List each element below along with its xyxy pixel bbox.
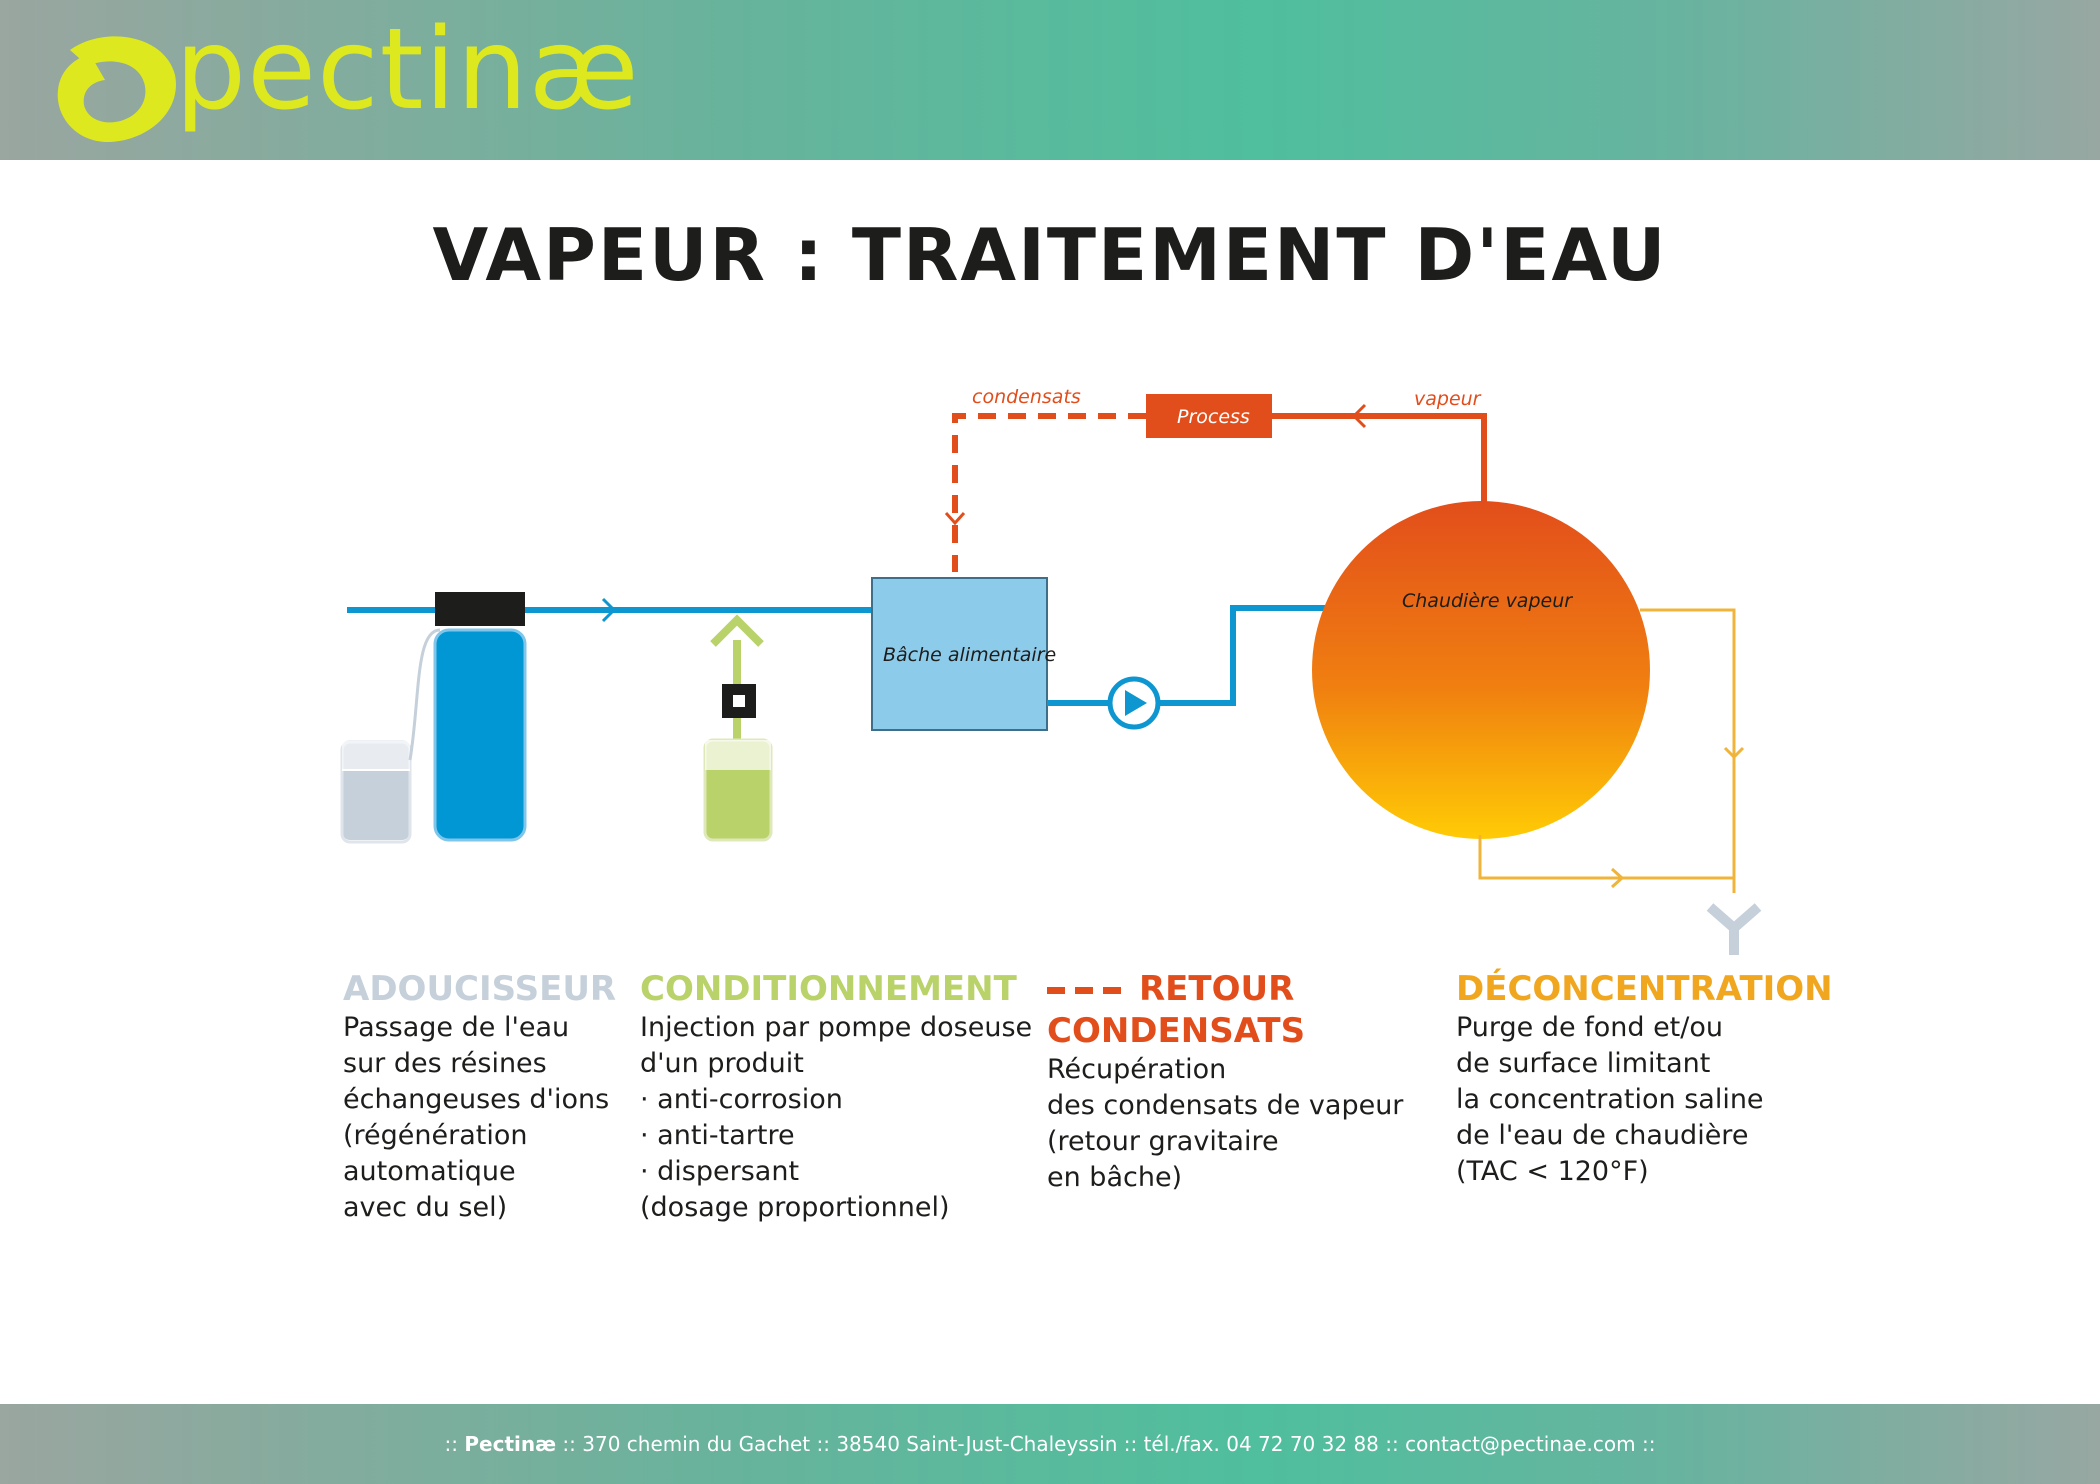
heading-conditionnement: CONDITIONNEMENT: [640, 969, 1017, 1009]
deconcentration-line-4: de l'eau de chaudière: [1456, 1120, 1749, 1151]
footer-band: :: Pectinæ :: 370 chemin du Gachet :: 38…: [0, 1404, 2100, 1484]
feed-tank: [871, 577, 1048, 731]
retour-line-1: Récupération: [1047, 1054, 1227, 1085]
footer-prefix: ::: [444, 1432, 465, 1456]
vapeur-label: vapeur: [1414, 388, 1482, 410]
drain-icon: [1706, 903, 1762, 955]
dashed-line-icon: [1047, 986, 1121, 994]
block-adoucisseur: ADOUCISSEUR Passage de l'eau sur des rés…: [343, 968, 616, 1226]
conditionnement-line-6: (dosage proportionnel): [640, 1192, 950, 1223]
process-label: Process: [1177, 406, 1250, 428]
process-box: [1146, 394, 1272, 438]
water-arrow-icon: [601, 597, 617, 623]
retour-line-2: des condensats de vapeur: [1047, 1090, 1404, 1121]
logo-mark-icon: [57, 36, 176, 143]
surface-purge-line: [1640, 608, 1736, 893]
bottom-purge-line: [1478, 835, 1734, 880]
softener-icon: [340, 592, 527, 844]
footer-contact: :: 370 chemin du Gachet :: 38540 Saint-J…: [556, 1432, 1656, 1456]
logo-text: pectinæ: [175, 5, 640, 135]
heading-deconcentration: DÉCONCENTRATION: [1456, 969, 1833, 1009]
heading-retour: RETOUR: [1139, 969, 1295, 1009]
conditionnement-line-5: · dispersant: [640, 1156, 800, 1187]
condensate-return-line: [952, 413, 1146, 572]
block-retour-condensats: RETOUR CONDENSATS Récupération des conde…: [1047, 968, 1403, 1196]
feed-pump-line: [1047, 605, 1325, 706]
adoucisseur-line-4: (régénération: [343, 1120, 528, 1151]
header-band: pectinæ: [0, 0, 2100, 160]
adoucisseur-line-6: avec du sel): [343, 1192, 508, 1223]
conditionnement-line-3: · anti-corrosion: [640, 1084, 843, 1115]
retour-line-4: en bâche): [1047, 1162, 1183, 1193]
condensats-label: condensats: [972, 386, 1081, 408]
feed-tank-label: Bâche alimentaire: [883, 644, 1056, 666]
page-title: VAPEUR : TRAITEMENT D'EAU: [432, 213, 1668, 297]
conditionnement-line-2: d'un produit: [640, 1048, 804, 1079]
heading-adoucisseur: ADOUCISSEUR: [343, 969, 617, 1009]
heading-condensats: CONDENSATS: [1047, 1011, 1306, 1051]
pump-icon: [1107, 676, 1161, 730]
surface-purge-arrow-icon: [1723, 746, 1745, 760]
bottom-purge-arrow-icon: [1610, 867, 1625, 889]
deconcentration-line-5: (TAC < 120°F): [1456, 1156, 1649, 1187]
dosing-pump-icon: [703, 614, 773, 842]
conditionnement-line-1: Injection par pompe doseuse: [640, 1012, 1033, 1043]
deconcentration-line-3: la concentration saline: [1456, 1084, 1764, 1115]
steam-line: [1272, 413, 1487, 508]
adoucisseur-line-3: échangeuses d'ions: [343, 1084, 610, 1115]
steam-arrow-icon: [1351, 403, 1367, 429]
condensate-arrow-icon: [944, 511, 966, 526]
adoucisseur-line-2: sur des résines: [343, 1048, 547, 1079]
adoucisseur-line-1: Passage de l'eau: [343, 1012, 570, 1043]
deconcentration-line-1: Purge de fond et/ou: [1456, 1012, 1723, 1043]
block-conditionnement: CONDITIONNEMENT Injection par pompe dose…: [640, 968, 1032, 1226]
retour-line-3: (retour gravitaire: [1047, 1126, 1279, 1157]
adoucisseur-line-5: automatique: [343, 1156, 516, 1187]
footer-company: Pectinæ: [464, 1432, 557, 1456]
steam-boiler: [1312, 501, 1650, 839]
deconcentration-line-2: de surface limitant: [1456, 1048, 1711, 1079]
conditionnement-line-4: · anti-tartre: [640, 1120, 795, 1151]
boiler-label: Chaudière vapeur: [1402, 590, 1573, 612]
block-deconcentration: DÉCONCENTRATION Purge de fond et/ou de s…: [1456, 968, 1833, 1190]
